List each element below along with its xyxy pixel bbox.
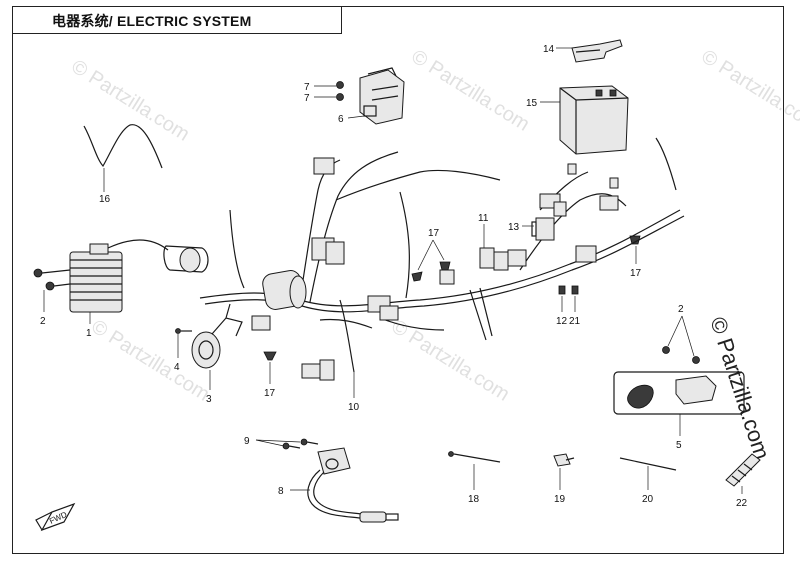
page-title: 电器系统/ ELECTRIC SYSTEM [52, 13, 252, 29]
fwd-arrow: FWD [35, 502, 76, 532]
leader-2b-1 [667, 315, 683, 347]
callout-13: 13 [508, 222, 520, 233]
callout-4: 4 [174, 362, 180, 373]
leader-9-2 [255, 439, 301, 443]
leader-2b-2 [681, 315, 695, 357]
part-15-battery [559, 85, 629, 155]
callout-2b: 2 [678, 304, 684, 315]
callout-5: 5 [676, 440, 682, 451]
callout-14: 14 [543, 44, 555, 55]
part-4-screw [175, 328, 192, 334]
part-5-remote-receiver [613, 371, 745, 415]
callout-3: 3 [206, 394, 212, 405]
callout-7a: 7 [304, 82, 310, 93]
part-6-control-unit [359, 67, 405, 125]
leader-17b-1 [417, 239, 434, 271]
callout-17b: 17 [428, 228, 440, 239]
watermark-5: © Partzilla.com [387, 316, 513, 406]
leader-17b-2 [432, 239, 445, 261]
callout-8: 8 [278, 486, 284, 497]
part-16-wire [83, 124, 163, 169]
part-8-ignition-coil [307, 447, 399, 523]
callout-16: 16 [99, 194, 111, 205]
callout-18: 18 [468, 494, 480, 505]
callout-17a: 17 [264, 388, 276, 399]
callout-7b: 7 [304, 93, 310, 104]
callout-17c: 17 [630, 268, 642, 279]
diagram-frame [12, 6, 784, 554]
callout-11: 11 [478, 213, 489, 224]
part-7-nuts [336, 81, 344, 101]
part-3-horn [191, 303, 243, 369]
title-box [12, 6, 342, 34]
callout-12: 12 [556, 316, 568, 327]
callout-1: 1 [86, 328, 92, 339]
leader-9-1 [255, 439, 285, 447]
part-1-regulator [69, 239, 209, 313]
callout-20: 20 [642, 494, 654, 505]
watermark-1: © Partzilla.com [67, 56, 193, 146]
part-9-screws [282, 438, 319, 450]
part-2-bolts-right [662, 346, 700, 364]
part-13-relay [531, 217, 555, 241]
part-17-grommet-left [263, 351, 277, 361]
part-20-strap [619, 457, 677, 471]
callout-9: 9 [244, 436, 250, 447]
part-12-fuse [558, 285, 566, 295]
part-2-bolts-left [33, 268, 71, 291]
callout-6: 6 [338, 114, 344, 125]
part-19-clip [553, 453, 575, 467]
callout-19: 19 [554, 494, 566, 505]
part-17-grommet-right [629, 235, 641, 245]
callout-22: 22 [736, 498, 748, 509]
watermark-2: © Partzilla.com [407, 46, 533, 136]
callout-2a: 2 [40, 316, 46, 327]
part-22-tape [725, 453, 761, 487]
callout-15: 15 [526, 98, 538, 109]
callout-21: 21 [569, 316, 581, 327]
callout-10: 10 [348, 402, 360, 413]
part-14-bracket [571, 39, 623, 63]
part-21-fuse [571, 285, 579, 295]
leader-6 [347, 115, 365, 119]
part-18-cable-tie [448, 451, 501, 463]
part-10-harness [199, 137, 685, 381]
watermark-3: © Partzilla.com [697, 46, 800, 136]
